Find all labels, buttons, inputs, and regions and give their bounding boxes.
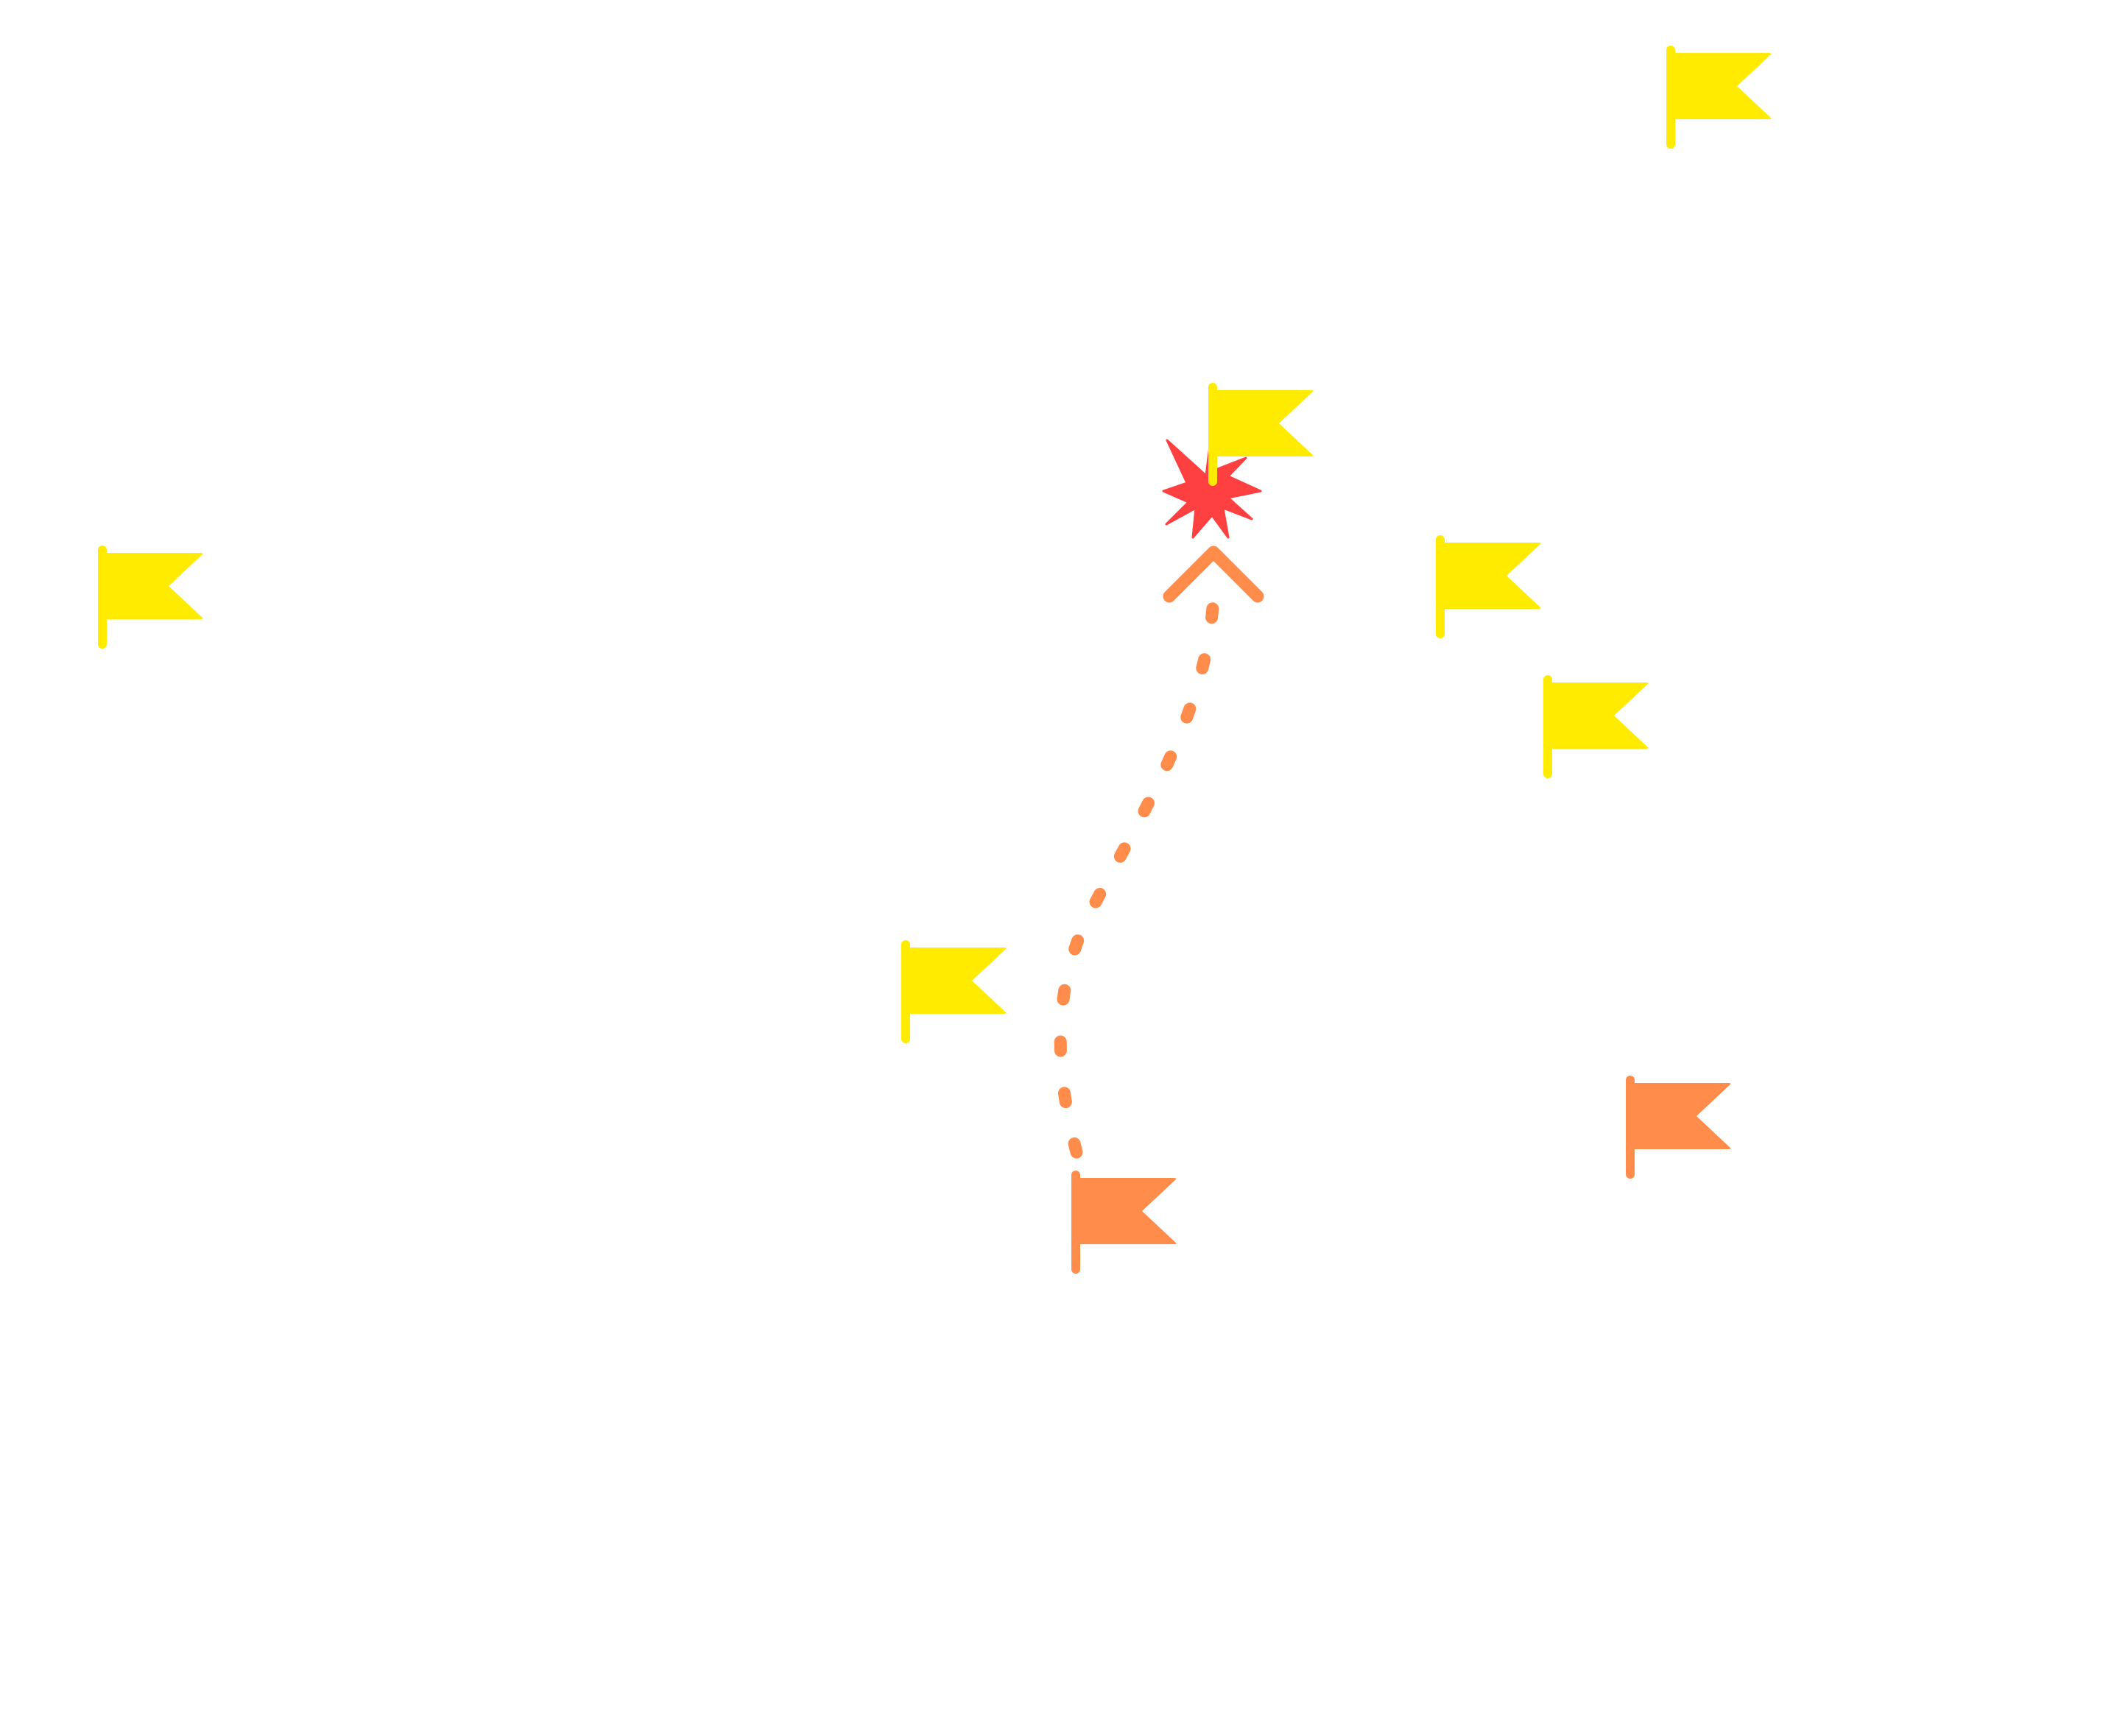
flag-icon[interactable]	[1626, 1076, 1732, 1179]
flag-icon[interactable]	[901, 940, 1007, 1043]
flag-icon[interactable]	[1436, 535, 1542, 638]
route-path	[1054, 590, 1220, 1159]
flag-icon[interactable]	[1208, 383, 1314, 486]
flag-icon[interactable]	[98, 546, 204, 649]
chevron-up-arrow-icon	[1163, 546, 1264, 603]
flag-icon[interactable]	[1071, 1171, 1177, 1274]
flag-icon[interactable]	[1666, 46, 1772, 149]
flag-icon[interactable]	[1543, 675, 1649, 778]
